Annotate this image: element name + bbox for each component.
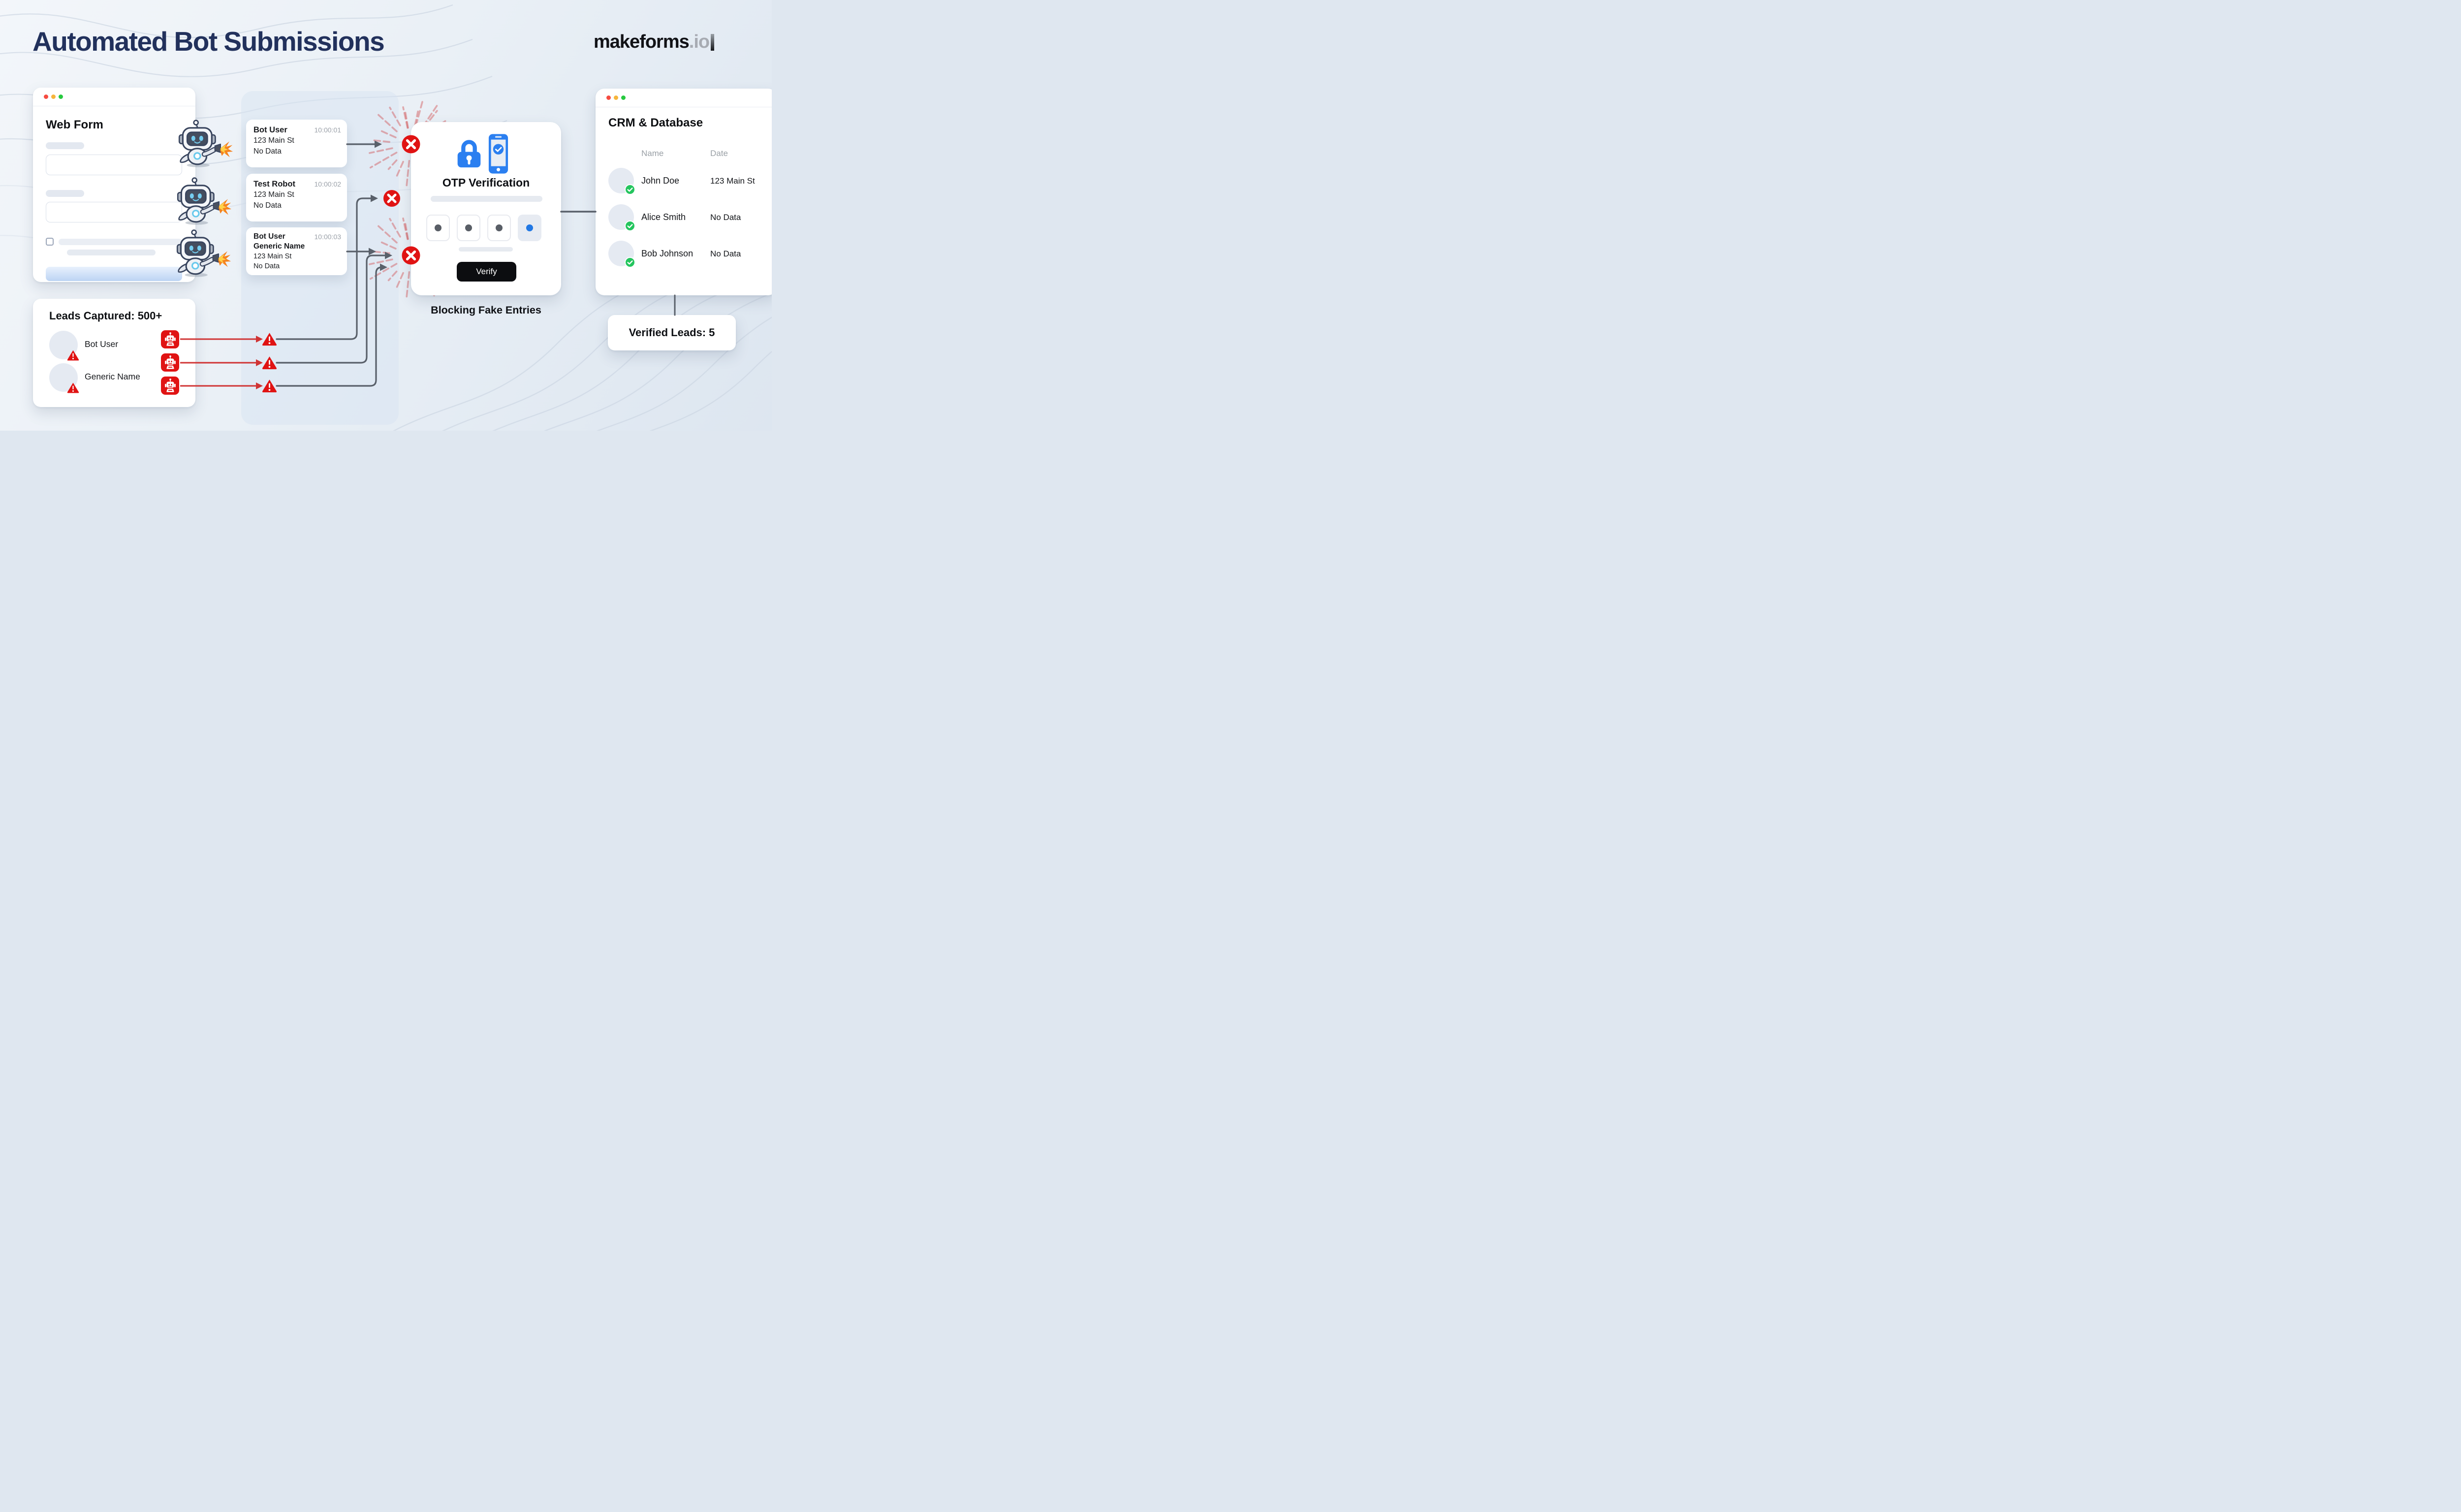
checkbox-label-placeholder <box>59 239 182 245</box>
bot-icon <box>161 353 179 372</box>
warning-icon <box>261 378 278 393</box>
otp-dot <box>496 224 503 231</box>
infographic-canvas: Automated Bot Submissions makeforms.io W… <box>0 0 772 431</box>
avatar <box>49 331 78 359</box>
submission-name: Test Robot <box>253 180 295 189</box>
column-header-date: Date <box>710 149 728 158</box>
check-icon <box>625 220 635 231</box>
close-window-icon[interactable] <box>44 94 48 99</box>
crm-row-date: No Data <box>710 249 741 258</box>
otp-digit-box-active[interactable] <box>518 215 541 241</box>
submission-detail: No Data <box>253 262 280 270</box>
form-field-label-placeholder <box>46 142 84 149</box>
avatar <box>49 363 78 392</box>
traffic-lights-icon <box>44 94 63 99</box>
helper-text-placeholder <box>459 247 513 252</box>
phone-check-icon <box>488 134 508 174</box>
otp-verification-card: OTP Verification Verify <box>411 122 561 295</box>
minimize-window-icon[interactable] <box>51 94 56 99</box>
form-text-input[interactable] <box>46 202 182 222</box>
x-icon <box>383 190 400 207</box>
otp-dot <box>435 224 442 231</box>
otp-dot <box>526 224 533 231</box>
web-form-window: Web Form <box>33 88 195 282</box>
crm-row-date: 123 Main St <box>710 176 755 186</box>
form-text-input[interactable] <box>46 155 182 175</box>
crm-database-window: CRM & Database Name Date John Doe 123 Ma… <box>596 89 772 295</box>
submission-detail: No Data <box>253 147 282 156</box>
otp-digit-box[interactable] <box>457 215 480 241</box>
form-checkbox[interactable] <box>46 238 54 246</box>
logo-cursor-bar <box>711 33 715 51</box>
verified-leads-label: Verified Leads: 5 <box>629 326 715 339</box>
warning-icon <box>261 331 278 346</box>
submission-time: 10:00:03 <box>314 233 342 241</box>
traffic-lights-icon <box>606 95 626 100</box>
minimize-window-icon[interactable] <box>614 95 618 100</box>
bot-mascot-icon <box>176 117 233 169</box>
lead-name: Bot User <box>85 339 119 349</box>
leads-captured-title: Leads Captured: 500+ <box>49 310 162 322</box>
submission-time: 10:00:02 <box>314 180 342 188</box>
crm-row-name: Bob Johnson <box>641 249 694 258</box>
check-icon <box>625 184 635 195</box>
crm-title: CRM & Database <box>608 116 703 129</box>
logo-suffix-text: .io <box>689 32 710 52</box>
crm-row-name: John Doe <box>641 176 680 186</box>
submission-address: 123 Main St <box>253 252 292 260</box>
submission-address: 123 Main St <box>253 190 294 199</box>
avatar <box>608 241 634 266</box>
form-field-label-placeholder <box>46 190 84 197</box>
warning-icon <box>66 349 80 361</box>
window-titlebar <box>596 89 772 107</box>
otp-dot <box>465 224 472 231</box>
bot-mascot-icon <box>174 227 231 279</box>
submission-name: Bot User <box>253 232 285 241</box>
avatar <box>608 168 634 193</box>
page-title: Automated Bot Submissions <box>32 26 385 57</box>
warning-icon <box>261 355 278 370</box>
bot-submission-card: Bot User 10:00:01 123 Main St No Data <box>246 120 347 167</box>
bot-submission-card: Bot User 10:00:03 Generic Name 123 Main … <box>246 227 347 275</box>
zoom-window-icon[interactable] <box>59 94 63 99</box>
logo-brand-text: makeforms <box>594 32 690 52</box>
otp-title: OTP Verification <box>442 176 530 189</box>
verify-button[interactable]: Verify <box>457 262 516 282</box>
lead-name: Generic Name <box>85 372 140 381</box>
submission-time: 10:00:01 <box>314 126 342 134</box>
zoom-window-icon[interactable] <box>621 95 626 100</box>
submission-name: Bot User <box>253 126 287 134</box>
submission-name-line2: Generic Name <box>253 242 305 251</box>
text-line-placeholder <box>67 250 156 255</box>
verified-leads-card: Verified Leads: 5 <box>608 315 736 350</box>
bot-submission-card: Test Robot 10:00:02 123 Main St No Data <box>246 174 347 221</box>
lock-icon <box>457 140 481 168</box>
window-titlebar <box>33 88 195 106</box>
crm-row-date: No Data <box>710 213 741 222</box>
close-window-icon[interactable] <box>606 95 611 100</box>
submission-address: 123 Main St <box>253 136 294 145</box>
blocking-caption: Blocking Fake Entries <box>431 304 541 316</box>
check-icon <box>625 257 635 268</box>
bot-mascot-icon <box>175 175 232 227</box>
otp-digit-box[interactable] <box>487 215 511 241</box>
connector-arrowheads <box>369 140 392 271</box>
crm-row-name: Alice Smith <box>641 212 686 222</box>
submission-detail: No Data <box>253 201 282 210</box>
warning-icon <box>66 381 80 394</box>
avatar <box>608 204 634 230</box>
submit-button[interactable] <box>46 267 182 281</box>
otp-digit-box[interactable] <box>426 215 450 241</box>
web-form-title: Web Form <box>46 118 103 131</box>
bot-icon <box>161 330 179 348</box>
brand-logo: makeforms.io <box>594 32 715 53</box>
column-header-name: Name <box>641 149 664 158</box>
progress-bar <box>431 196 542 202</box>
bot-icon <box>161 377 179 395</box>
